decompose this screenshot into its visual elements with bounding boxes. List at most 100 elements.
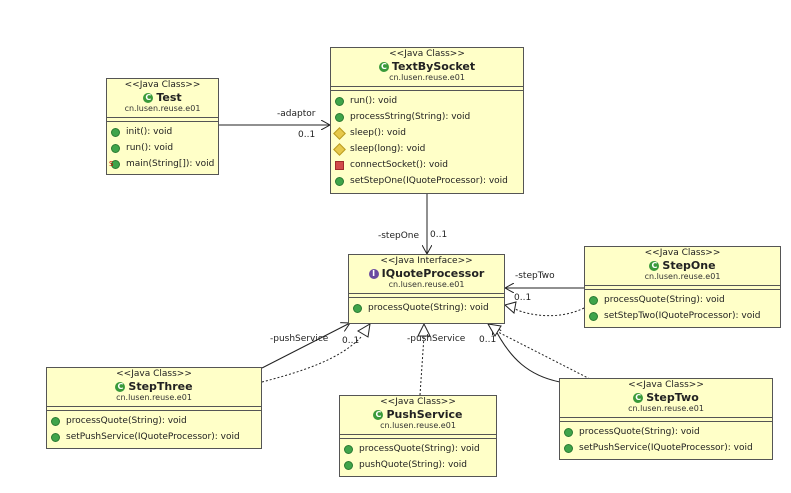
- class-icon: C: [143, 92, 154, 103]
- operation: processQuote(String): void: [51, 413, 261, 429]
- class-icon: C: [115, 381, 126, 392]
- class-name: StepTwo: [646, 391, 699, 404]
- stepthree-realization: [261, 335, 363, 383]
- public-method-icon: [111, 143, 120, 153]
- attributes-compartment: [107, 118, 218, 122]
- public-method-icon: [589, 311, 598, 321]
- operation: sleep(): void: [333, 125, 523, 141]
- protected-method-icon: [333, 142, 346, 156]
- operation: setStepOne(IQuoteProcessor): void: [335, 173, 523, 189]
- package-name: cn.lusen.reuse.e01: [116, 393, 192, 402]
- operation: init(): void: [111, 124, 218, 140]
- steptwo-multiplicity: 0..1: [514, 293, 532, 303]
- class-icon: C: [373, 409, 384, 420]
- operations-compartment: processQuote(String): void pushQuote(Str…: [340, 439, 496, 475]
- operation: sleep(long): void: [333, 141, 523, 157]
- class-name: PushService: [386, 408, 463, 421]
- class-name: Test: [156, 91, 182, 104]
- class-name: StepThree: [128, 380, 193, 393]
- public-method-icon: [51, 416, 60, 426]
- operation-text: setPushService(IQuoteProcessor): void: [579, 443, 753, 453]
- operation-text: pushQuote(String): void: [359, 460, 467, 470]
- class-icon: C: [633, 392, 644, 403]
- package-name: cn.lusen.reuse.e01: [388, 280, 465, 289]
- operation: run(): void: [111, 140, 218, 156]
- interface-name: IQuoteProcessor: [381, 267, 485, 280]
- package-name: cn.lusen.reuse.e01: [628, 404, 704, 413]
- public-method-icon: [589, 295, 598, 305]
- protected-method-icon: [333, 126, 346, 140]
- steptwo-push-role-label: -pushService: [407, 334, 466, 344]
- operation: pushQuote(String): void: [344, 457, 496, 473]
- operation-text: processString(String): void: [350, 112, 471, 122]
- stereotype: <<Java Class>>: [644, 248, 721, 258]
- operation: setPushService(IQuoteProcessor): void: [564, 440, 772, 456]
- operation: processQuote(String): void: [564, 424, 772, 440]
- operation-text: main(String[]): void: [126, 159, 215, 169]
- class-icon: C: [649, 260, 660, 271]
- operation: processQuote(String): void: [344, 441, 496, 457]
- stereotype: <<Java Class>>: [389, 49, 465, 59]
- pushservice-realization: [419, 335, 425, 396]
- stepone-realization: [514, 307, 585, 317]
- stepthree-push-association: [261, 323, 350, 369]
- public-method-icon: [335, 112, 344, 122]
- steptwo-push-association: [493, 325, 561, 383]
- operation: processQuote(String): void: [589, 292, 780, 308]
- operation-text: setStepTwo(IQuoteProcessor): void: [604, 311, 761, 321]
- stereotype: <<Java Class>>: [380, 397, 456, 407]
- operations-compartment: processQuote(String): void setStepTwo(IQ…: [585, 290, 780, 326]
- public-method-icon: [344, 444, 353, 454]
- package-name: cn.lusen.reuse.e01: [380, 421, 456, 430]
- stereotype: <<Java Class>>: [628, 380, 704, 390]
- package-name: cn.lusen.reuse.e01: [644, 272, 721, 281]
- operation-text: processQuote(String): void: [359, 444, 480, 454]
- operation-text: processQuote(String): void: [368, 303, 489, 313]
- stepone-multiplicity: 0..1: [430, 230, 448, 240]
- public-method-icon: [51, 432, 60, 442]
- operation-text: run(): void: [350, 96, 398, 106]
- package-name: cn.lusen.reuse.e01: [389, 73, 465, 82]
- steptwo-realization: [497, 331, 591, 380]
- operation: processString(String): void: [335, 109, 523, 125]
- operation-text: processQuote(String): void: [66, 416, 187, 426]
- operation: run(): void: [335, 93, 523, 109]
- stereotype: <<Java Class>>: [116, 369, 192, 379]
- public-method-icon: [111, 127, 120, 137]
- operation: setStepTwo(IQuoteProcessor): void: [589, 308, 780, 324]
- adaptor-role-label: -adaptor: [277, 109, 316, 119]
- operation-text: run(): void: [126, 143, 174, 153]
- adaptor-multiplicity: 0..1: [298, 130, 316, 140]
- private-method-icon: [335, 160, 344, 170]
- public-method-icon: [353, 303, 362, 313]
- static-method-icon: S: [109, 159, 120, 169]
- public-method-icon: [335, 96, 344, 106]
- attributes-compartment: [349, 294, 504, 298]
- public-method-icon: [564, 427, 573, 437]
- operation-text: connectSocket(): void: [350, 160, 448, 170]
- operation-text: setPushService(IQuoteProcessor): void: [66, 432, 240, 442]
- steptwo-role-label: -stepTwo: [515, 271, 555, 281]
- operation: processQuote(String): void: [353, 300, 504, 316]
- operations-compartment: processQuote(String): void setPushServic…: [560, 422, 772, 458]
- operations-compartment: run(): void processString(String): void …: [331, 91, 523, 191]
- operation-text: init(): void: [126, 127, 173, 137]
